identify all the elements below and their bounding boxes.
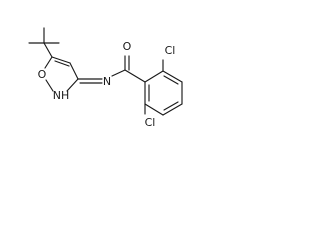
bond-b2-b3 — [162, 70, 183, 83]
bond-n2-o1 — [45, 79, 54, 92]
bond-c5-c4-double — [54, 60, 70, 67]
bond-b2-b3-inner — [163, 75, 179, 85]
isoxazole-ring — [44, 56, 79, 92]
atom-label-ring-oxygen: O — [38, 68, 47, 81]
bond-o1-c5 — [44, 56, 53, 69]
bond-c5-c4 — [51, 56, 71, 64]
molecule-drawing: O N NH O Cl Cl — [28, 27, 183, 129]
amide-linker — [77, 55, 146, 84]
bond-n-carbonyl — [111, 69, 126, 77]
chlorine-substituents — [144, 59, 164, 115]
bond-b4-b5 — [162, 103, 183, 116]
benzene-ring — [144, 70, 183, 116]
bond-c4-c3 — [69, 62, 79, 80]
bond-b4-b5-inner — [163, 101, 179, 111]
bond-b5-b6 — [144, 103, 164, 116]
atom-label-amide-nitrogen: N — [103, 75, 111, 88]
atom-label-carbonyl-oxygen: O — [123, 40, 132, 53]
bond-c3-n2 — [66, 78, 79, 92]
atom-label-chlorine-top: Cl — [165, 44, 176, 57]
tert-butyl-group — [28, 27, 60, 58]
structure-diagram: O N NH O Cl Cl — [0, 0, 223, 159]
bond-carbonyl-ring — [124, 69, 146, 83]
bond-tbu-to-ring — [43, 42, 53, 58]
atom-label-chlorine-bottom: Cl — [145, 116, 156, 129]
atom-label-ring-nh: NH — [53, 89, 70, 102]
bond-b1-b2 — [144, 70, 164, 83]
